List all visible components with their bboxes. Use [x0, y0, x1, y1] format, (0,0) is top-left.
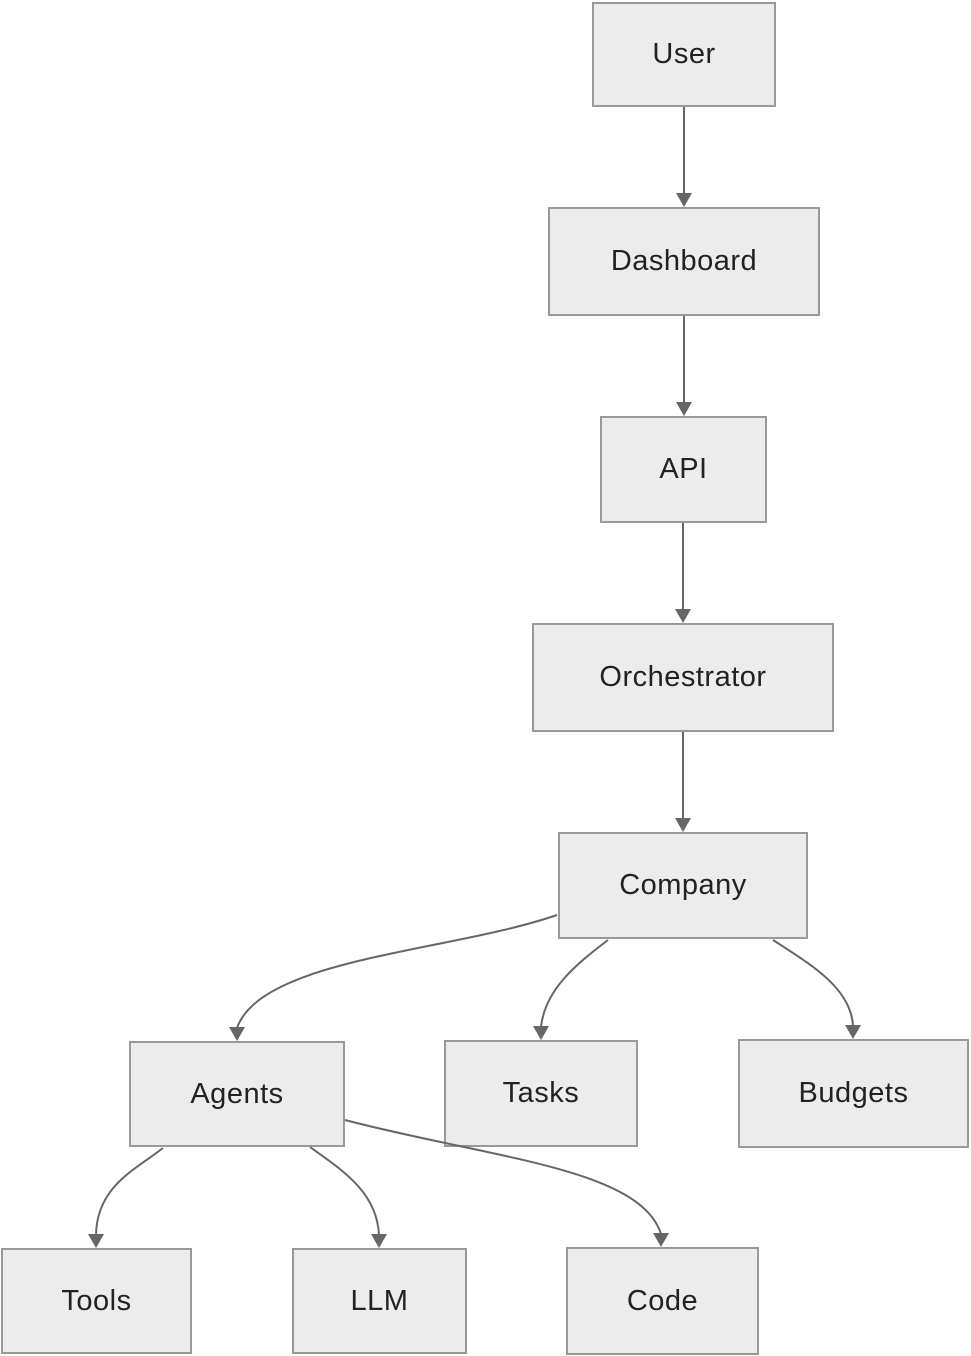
node-orchestrator: Orchestrator — [532, 623, 834, 732]
node-orchestrator-label: Orchestrator — [599, 661, 767, 693]
node-code-label: Code — [626, 1284, 699, 1317]
node-company: Company — [558, 832, 808, 939]
edge-agents-llm — [309, 1146, 387, 1248]
node-api: API — [600, 416, 767, 523]
edge-agents-tools — [88, 1147, 164, 1248]
node-dashboard: Dashboard — [548, 207, 820, 316]
node-llm: LLM — [292, 1248, 467, 1354]
edge-user-dashboard — [676, 107, 692, 207]
arrowhead-budgets — [845, 1025, 861, 1039]
arrowhead-tasks — [533, 1026, 549, 1040]
edge-company-tasks — [533, 939, 609, 1040]
node-tools-label: Tools — [61, 1284, 132, 1317]
node-tasks-label: Tasks — [502, 1077, 580, 1109]
arrowhead-agents — [229, 1027, 245, 1041]
node-agents: Agents — [129, 1041, 345, 1147]
arrowhead-api — [676, 402, 692, 416]
edge-company-budgets — [772, 939, 861, 1039]
edge-company-agents — [229, 914, 558, 1041]
node-budgets: Budgets — [738, 1039, 969, 1148]
node-budgets-label: Budgets — [798, 1077, 909, 1109]
node-company-label: Company — [619, 869, 747, 901]
node-llm-label: LLM — [350, 1284, 409, 1317]
arrowhead-company — [675, 818, 691, 832]
node-agents-label: Agents — [190, 1077, 284, 1110]
edge-api-orchestrator — [675, 523, 691, 623]
node-user: User — [592, 2, 776, 107]
node-dashboard-label: Dashboard — [610, 245, 758, 277]
node-code: Code — [566, 1247, 759, 1355]
edge-dashboard-api — [676, 316, 692, 416]
arrowhead-llm — [371, 1234, 387, 1248]
edge-orchestrator-company — [675, 732, 691, 832]
node-api-label: API — [659, 453, 708, 485]
arrowhead-dashboard — [676, 193, 692, 207]
node-tools: Tools — [1, 1248, 192, 1354]
node-tasks: Tasks — [444, 1040, 638, 1147]
node-user-label: User — [652, 38, 716, 70]
arrowhead-code — [653, 1233, 669, 1247]
arrowhead-orchestrator — [675, 609, 691, 623]
arrowhead-tools — [88, 1234, 104, 1248]
